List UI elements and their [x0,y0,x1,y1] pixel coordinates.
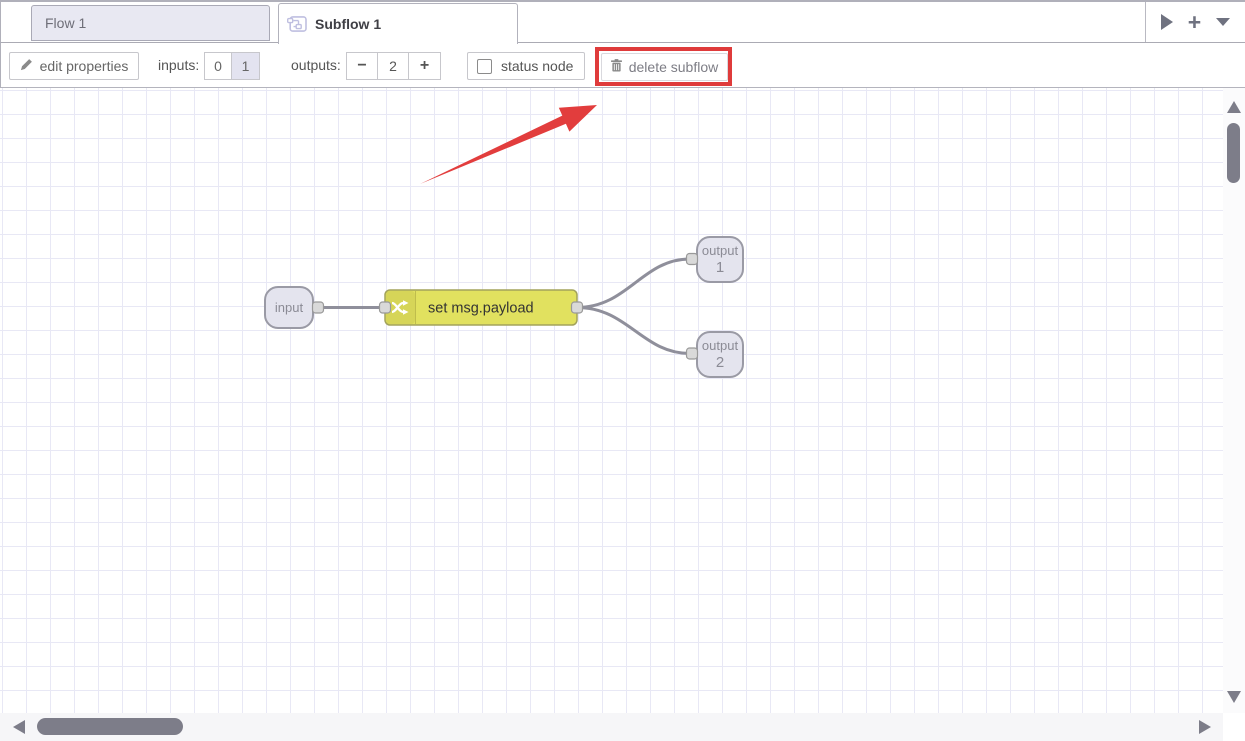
tab-bar-controls: + [1145,2,1245,42]
node-change[interactable]: set msg.payload [378,289,584,326]
change-node-label: set msg.payload [428,301,534,317]
add-flow-icon[interactable]: + [1187,9,1202,35]
output1-node-input-port[interactable] [685,252,699,266]
scroll-tabs-right-icon[interactable] [1161,14,1174,30]
tab-label: Subflow 1 [315,16,382,32]
tab-flow-1[interactable]: Flow 1 [31,5,270,41]
output1-node-number: 1 [716,259,724,276]
outputs-label: outputs: [291,57,341,73]
vertical-scrollbar-thumb[interactable] [1227,123,1240,183]
delete-subflow-label: delete subflow [628,59,719,75]
node-icon-panel [386,291,415,324]
trash-icon [610,59,622,75]
status-node-checkbox[interactable] [477,58,492,74]
output2-node-label: output [702,338,739,353]
edit-properties-label: edit properties [39,58,129,74]
horizontal-scrollbar[interactable] [0,713,1223,741]
wire-change-to-output2[interactable] [575,306,692,355]
delete-subflow-button[interactable]: delete subflow [601,53,728,81]
input-node-output-port[interactable] [311,301,325,314]
flow-tab-bar: Flow 1 Subflow 1 + [0,0,1245,44]
edit-properties-button[interactable]: edit properties [9,52,139,80]
pencil-icon [20,58,33,74]
node-subflow-output-1[interactable]: output 1 [685,236,744,283]
vertical-scrollbar[interactable] [1223,88,1245,713]
scroll-right-icon[interactable] [1199,720,1211,734]
output2-node-number: 2 [716,354,724,371]
output1-node-label: output [702,243,739,258]
status-node-toggle[interactable]: status node [467,52,585,80]
wire-change-to-output1[interactable] [575,257,692,309]
shuffle-icon [391,300,409,315]
subflow-icon [287,16,307,32]
inputs-option-0[interactable]: 0 [204,52,232,80]
scroll-down-icon[interactable] [1227,691,1241,703]
scrollbar-corner [1223,713,1245,741]
inputs-option-1[interactable]: 1 [232,52,260,80]
outputs-decrease-button[interactable]: − [346,52,378,80]
node-subflow-input[interactable]: input [264,286,325,329]
output2-node-input-port[interactable] [685,347,699,360]
inputs-toggle: 0 1 [204,52,260,80]
outputs-increase-button[interactable]: + [409,52,441,80]
scroll-up-icon[interactable] [1227,101,1241,113]
change-node-input-port[interactable] [378,301,392,314]
horizontal-scrollbar-thumb[interactable] [37,718,183,735]
input-node-label: input [275,300,304,315]
tab-subflow-1[interactable]: Subflow 1 [278,3,518,44]
scroll-left-icon[interactable] [13,720,25,734]
tab-label: Flow 1 [45,15,87,31]
inputs-label: inputs: [158,57,200,73]
outputs-value[interactable]: 2 [378,52,409,80]
status-node-label: status node [501,58,574,74]
chevron-down-icon[interactable] [1215,18,1230,26]
outputs-spinner: − 2 + [346,52,441,80]
red-arrow-annotation [420,105,597,184]
change-node-output-port[interactable] [570,301,584,314]
flow-canvas[interactable]: input set msg.payload [0,88,1223,713]
node-subflow-output-2[interactable]: output 2 [685,331,744,378]
subflow-toolbar: edit properties inputs: 0 1 outputs: − 2… [0,43,1245,88]
